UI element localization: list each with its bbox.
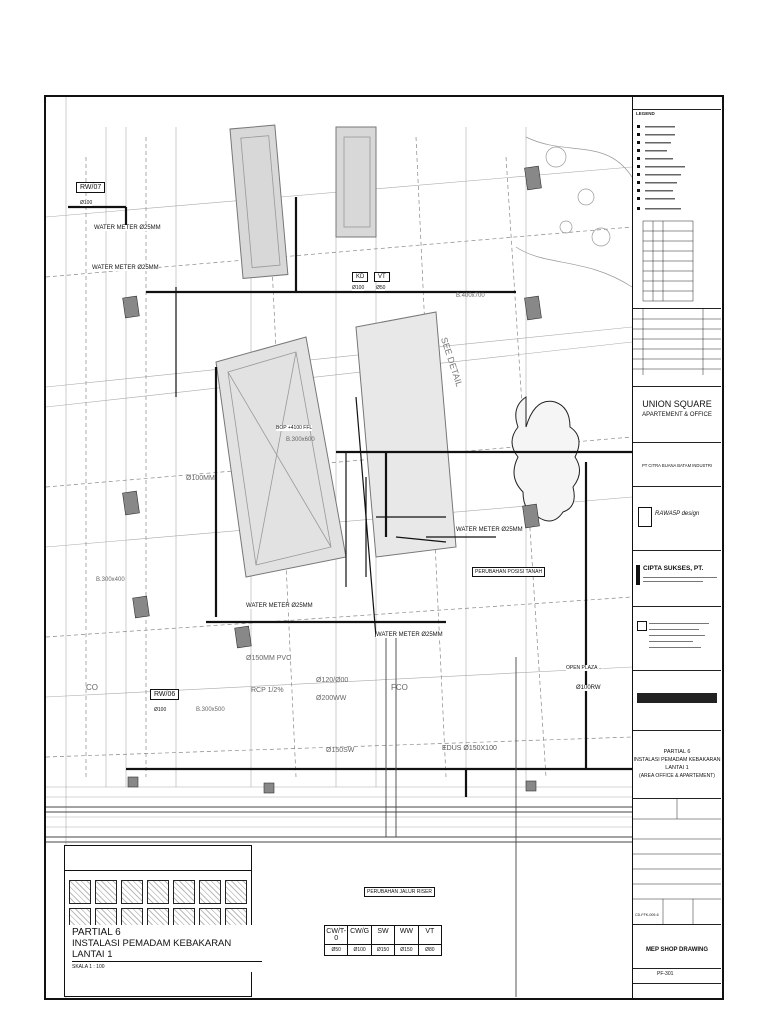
- water-meter-label-3: WATER METER Ø25MM: [456, 527, 523, 533]
- plan-title-partial: PARTIAL 6: [72, 927, 121, 938]
- plan-drawing-area: RW/07 Ø100 RW/06 Ø100 WATER METER Ø25MM …: [46, 97, 632, 998]
- water-meter-label-5: WATER METER Ø25MM: [376, 632, 443, 638]
- drawing-title-line1: PARTIAL 6: [663, 749, 691, 755]
- pipe-label-200ww: Ø200WW: [316, 695, 347, 702]
- drawing-sheet: RW/07 Ø100 RW/06 Ø100 WATER METER Ø25MM …: [44, 95, 724, 1000]
- drawing-title-line4: (AREA OFFICE & APARTEMENT): [639, 773, 715, 779]
- riser-header-ww: WW: [395, 926, 419, 944]
- vt-tag: VT: [374, 272, 390, 282]
- pipe-label-100rw: Ø100RW: [576, 685, 601, 691]
- riser-header-vt: VT: [425, 928, 435, 935]
- legend-symbols: [637, 125, 694, 302]
- edus-label: EDUS Ø150X100: [442, 745, 497, 752]
- ffl-label: BOP +4100 FFL: [276, 425, 313, 431]
- vt-size: Ø50: [376, 285, 386, 291]
- drawing-type-section: MEP SHOP DRAWING: [633, 925, 721, 969]
- project-subtitle: APARTEMENT & OFFICE: [642, 412, 712, 418]
- sheet-code: CD-FFK-009-6: [635, 913, 659, 917]
- info-grid-section: CD-FFK-009-6: [633, 799, 721, 925]
- beam-label-1: B.300x500: [196, 707, 225, 713]
- legend-title: LEGEND: [636, 111, 655, 116]
- riser-size-rw06: Ø100: [154, 707, 167, 713]
- rcp-label: RCP 1/2%: [251, 687, 284, 694]
- drawing-title-section: PARTIAL 6 INSTALASI PEMADAM KEBAKARAN LA…: [633, 731, 721, 799]
- revision-table: [633, 309, 721, 375]
- pipe-label-150pvc: Ø150MM PVC: [246, 655, 292, 662]
- contractor-logo: [636, 565, 640, 585]
- co-label: CO: [86, 683, 98, 692]
- consultant-logo: [638, 507, 652, 527]
- revision-section: [633, 309, 721, 387]
- plan-title-block: PARTIAL 6 INSTALASI PEMADAM KEBAKARAN LA…: [68, 925, 266, 972]
- mep-logo: [637, 693, 717, 703]
- drawing-title-line3: LANTAI 1: [665, 765, 689, 771]
- plan-drawing: [46, 97, 632, 998]
- pipe-label-100mm: Ø100MM: [186, 475, 215, 482]
- riser-value-cwt: Ø50: [325, 945, 349, 955]
- riser-value-vt: Ø80: [425, 947, 435, 953]
- mep-logo-section: [633, 671, 721, 731]
- riser-size-rw07: Ø100: [80, 200, 93, 206]
- project-section: UNION SQUARE APARTEMENT & OFFICE: [633, 387, 721, 443]
- sheet-number-section: PF-301: [633, 969, 721, 998]
- beam-label-2: B.300x600: [286, 437, 315, 443]
- owner-name: PT CITRA BUANA BATAM INDUSTRI: [641, 463, 713, 468]
- key-plan: [64, 845, 252, 997]
- riser-value-ww: Ø150: [395, 945, 419, 955]
- drawing-type: MEP SHOP DRAWING: [645, 947, 709, 953]
- kd-tag: KD: [352, 272, 369, 282]
- consultant-section: RAWA5P design: [633, 487, 721, 551]
- water-meter-label-1: WATER METER Ø25MM: [94, 225, 161, 231]
- drawing-title-line2: INSTALASI PEMADAM KEBAKARAN: [633, 757, 721, 763]
- sheet-number: PF-301: [657, 971, 674, 977]
- stair-label: OPEN PLAZA ...: [566, 665, 603, 671]
- plan-title-scale: SKALA 1 : 100: [72, 964, 105, 970]
- subcontractor-section: [633, 607, 721, 671]
- pipe-label-150sw: Ø150SW: [326, 747, 355, 754]
- plan-title-main: INSTALASI PEMADAM KEBAKARAN LANTAI 1: [72, 938, 262, 962]
- riser-value-cwg: Ø100: [348, 945, 372, 955]
- subcontractor-logo: [637, 621, 647, 631]
- title-block: LEGEND: [632, 97, 722, 998]
- riser-table: CW/T-0 CW/G SW WW VT Ø50 Ø100 Ø150 Ø150 …: [324, 925, 442, 956]
- tree-symbol: [511, 396, 580, 522]
- pipe-label-120: Ø120/Ø00: [316, 677, 349, 684]
- consultant-name: RAWA5P design: [655, 511, 700, 517]
- change-note-2: PERUBAHAN JALUR RISER: [364, 887, 436, 897]
- riser-header-cwt: CW/T-0: [325, 926, 349, 944]
- water-meter-label-2: WATER METER Ø25MM: [92, 265, 159, 271]
- fco-label: FCO: [391, 683, 408, 692]
- contractor-name: CIPTA SUKSES, PT.: [643, 565, 704, 572]
- owner-section: PT CITRA BUANA BATAM INDUSTRI: [633, 443, 721, 487]
- riser-header-sw: SW: [372, 926, 396, 944]
- info-grid: [633, 799, 721, 925]
- beam-label-4: B.300x400: [96, 577, 125, 583]
- project-name: UNION SQUARE: [642, 399, 712, 409]
- change-note-1: PERUBAHAN POSISI TANAH: [472, 567, 546, 577]
- water-meter-label-4: WATER METER Ø25MM: [246, 603, 313, 609]
- riser-value-sw: Ø150: [372, 945, 396, 955]
- riser-header-cwg: CW/G: [348, 926, 372, 944]
- riser-tag-rw07: RW/07: [76, 182, 106, 193]
- contractor-section: CIPTA SUKSES, PT.: [633, 551, 721, 607]
- legend-section: LEGEND: [633, 97, 721, 309]
- riser-tag-rw06: RW/06: [150, 689, 180, 700]
- kd-size: Ø100: [352, 285, 365, 291]
- beam-label-3: B.400x700: [456, 293, 485, 299]
